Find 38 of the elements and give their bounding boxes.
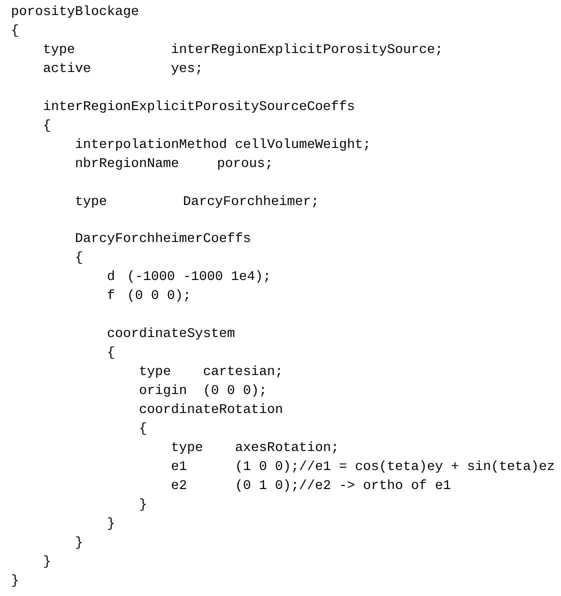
brace: { [139, 422, 147, 438]
setting-name: e1 [171, 460, 187, 476]
brace: { [43, 118, 51, 135]
setting-name: d [107, 270, 115, 286]
brace: } [107, 516, 115, 533]
brace: { [107, 346, 115, 362]
setting-value: (0 0 0); [203, 384, 267, 400]
setting-name: type [43, 42, 75, 59]
setting-name: origin [139, 384, 187, 400]
setting-name: e2 [171, 478, 187, 495]
setting-value: porous; [217, 156, 273, 173]
setting-value: (-1000 -1000 1e4); [127, 270, 271, 286]
brace: } [75, 536, 83, 552]
block-name: DarcyForchheimerCoeffs [75, 232, 251, 248]
setting-name: f [107, 289, 115, 306]
setting-value: cartesian; [203, 365, 283, 382]
setting-name: active [43, 62, 91, 78]
setting-value: (1 0 0);//e1 = cos(teta)ey + sin(teta)ez [235, 460, 555, 476]
block-name: porosityBlockage [11, 5, 139, 21]
brace: { [11, 24, 19, 40]
setting-value: DarcyForchheimer; [183, 194, 319, 210]
setting-value: (0 1 0);//e2 -> ortho of e1 [235, 478, 451, 495]
brace: { [75, 251, 83, 268]
block-name: coordinateRotation [139, 402, 283, 419]
brace: } [139, 498, 147, 514]
block-name: interRegionExplicitPorositySourceCoeffs [43, 100, 355, 116]
setting-value: axesRotation; [235, 440, 339, 457]
setting-value: (0 0 0); [127, 289, 191, 306]
block-name: coordinateSystem [107, 327, 235, 344]
setting-name: type [171, 440, 203, 457]
setting-value: yes; [171, 62, 203, 78]
setting-value: interRegionExplicitPorositySource; [171, 42, 443, 59]
code-line: interpolationMethod cellVolumeWeight; [75, 138, 371, 154]
brace: } [43, 554, 51, 571]
setting-name: type [139, 365, 171, 382]
brace: } [11, 574, 19, 590]
setting-name: nbrRegionName [75, 156, 179, 173]
setting-name: type [75, 194, 107, 210]
